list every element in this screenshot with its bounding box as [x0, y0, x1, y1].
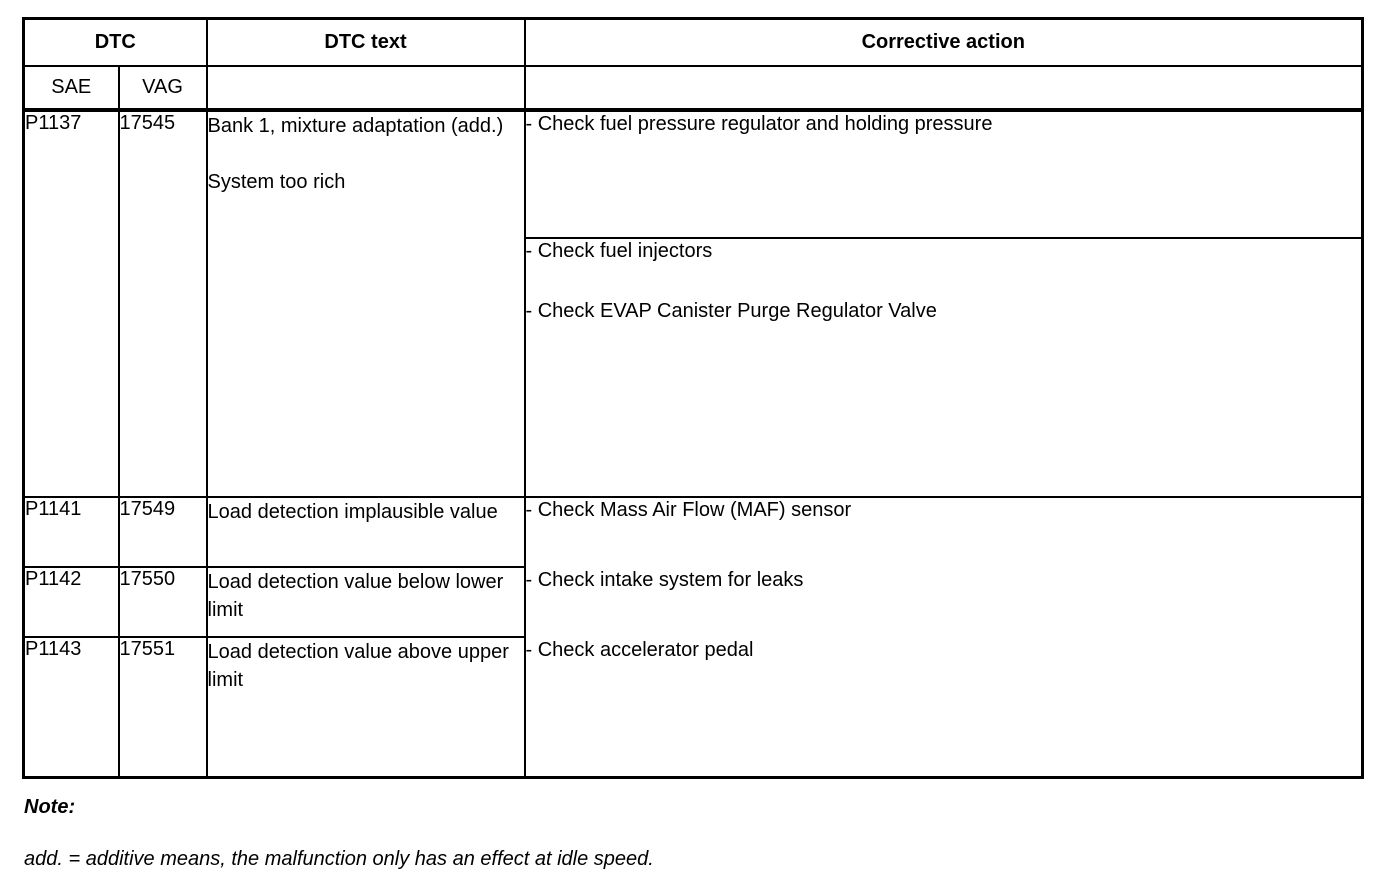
- corrective-action-item: - Check EVAP Canister Purge Regulator Va…: [525, 300, 937, 322]
- corrective-action-item: - Check fuel injectors: [525, 240, 713, 262]
- corrective-action-item: - Check accelerator pedal: [525, 639, 754, 661]
- subheader-sae: SAE: [22, 65, 120, 112]
- table-subheader-row: SAE VAG: [22, 65, 1364, 112]
- table-row: P1142 17550 Load detection value below l…: [22, 566, 1363, 638]
- dtc-text-paragraph: Bank 1, mixture adaptation (add.): [207, 115, 504, 137]
- dtc-table: DTC DTC text Corrective action SAE VAG P…: [22, 17, 1365, 779]
- cell-vag-code: 17550: [117, 566, 208, 638]
- corrective-action-item: - Check fuel pressure regulator and hold…: [525, 113, 993, 135]
- cell-dtc-text: Load detection implausible value: [205, 496, 526, 568]
- dtc-text-paragraph: System too rich: [207, 171, 346, 193]
- subheader-empty-corrective: [523, 65, 1364, 112]
- corrective-action-item: - Check Mass Air Flow (MAF) sensor: [525, 499, 852, 521]
- table-header-row: DTC DTC text Corrective action: [22, 17, 1364, 67]
- header-corrective-action: Corrective action: [523, 17, 1364, 67]
- note-title: Note:: [24, 796, 76, 818]
- header-dtc-text: DTC text: [205, 17, 526, 67]
- table-row: P1141 17549 Load detection implausible v…: [22, 496, 1364, 778]
- note-section: Note: add. = additive means, the malfunc…: [24, 796, 654, 871]
- cell-dtc-text: Load detection value above upper limit: [205, 636, 526, 778]
- table-row: P1137 17545 Bank 1, mixture adaptation (…: [22, 109, 1364, 498]
- cell-corrective-action: - Check fuel injectors - Check EVAP Cani…: [523, 237, 1364, 498]
- table-row: - Check fuel injectors - Check EVAP Cani…: [24, 237, 1364, 498]
- cell-corrective-action-shared: - Check Mass Air Flow (MAF) sensor - Che…: [523, 496, 1364, 778]
- cell-sae-code: P1137: [22, 109, 120, 498]
- header-dtc: DTC: [22, 17, 208, 67]
- cell-sae-code: P1143: [22, 636, 120, 778]
- cell-vag-code: 17551: [117, 636, 208, 778]
- cell-vag-code: 17549: [117, 496, 208, 568]
- cell-dtc-text: Load detection value below lower limit: [205, 566, 526, 638]
- table-row: P1143 17551 Load detection value above u…: [22, 636, 1363, 778]
- cell-sae-code: P1141: [22, 496, 120, 568]
- note-body: add. = additive means, the malfunction o…: [24, 848, 654, 870]
- cell-sae-code: P1142: [22, 566, 120, 638]
- subheader-empty-dtc-text: [205, 65, 526, 112]
- corrective-action-item: - Check intake system for leaks: [525, 569, 804, 591]
- cell-dtc-text: Bank 1, mixture adaptation (add.) System…: [205, 109, 526, 498]
- subheader-vag: VAG: [117, 65, 208, 112]
- cell-corrective-action: - Check fuel pressure regulator and hold…: [523, 109, 1364, 239]
- cell-vag-code: 17545: [117, 109, 208, 498]
